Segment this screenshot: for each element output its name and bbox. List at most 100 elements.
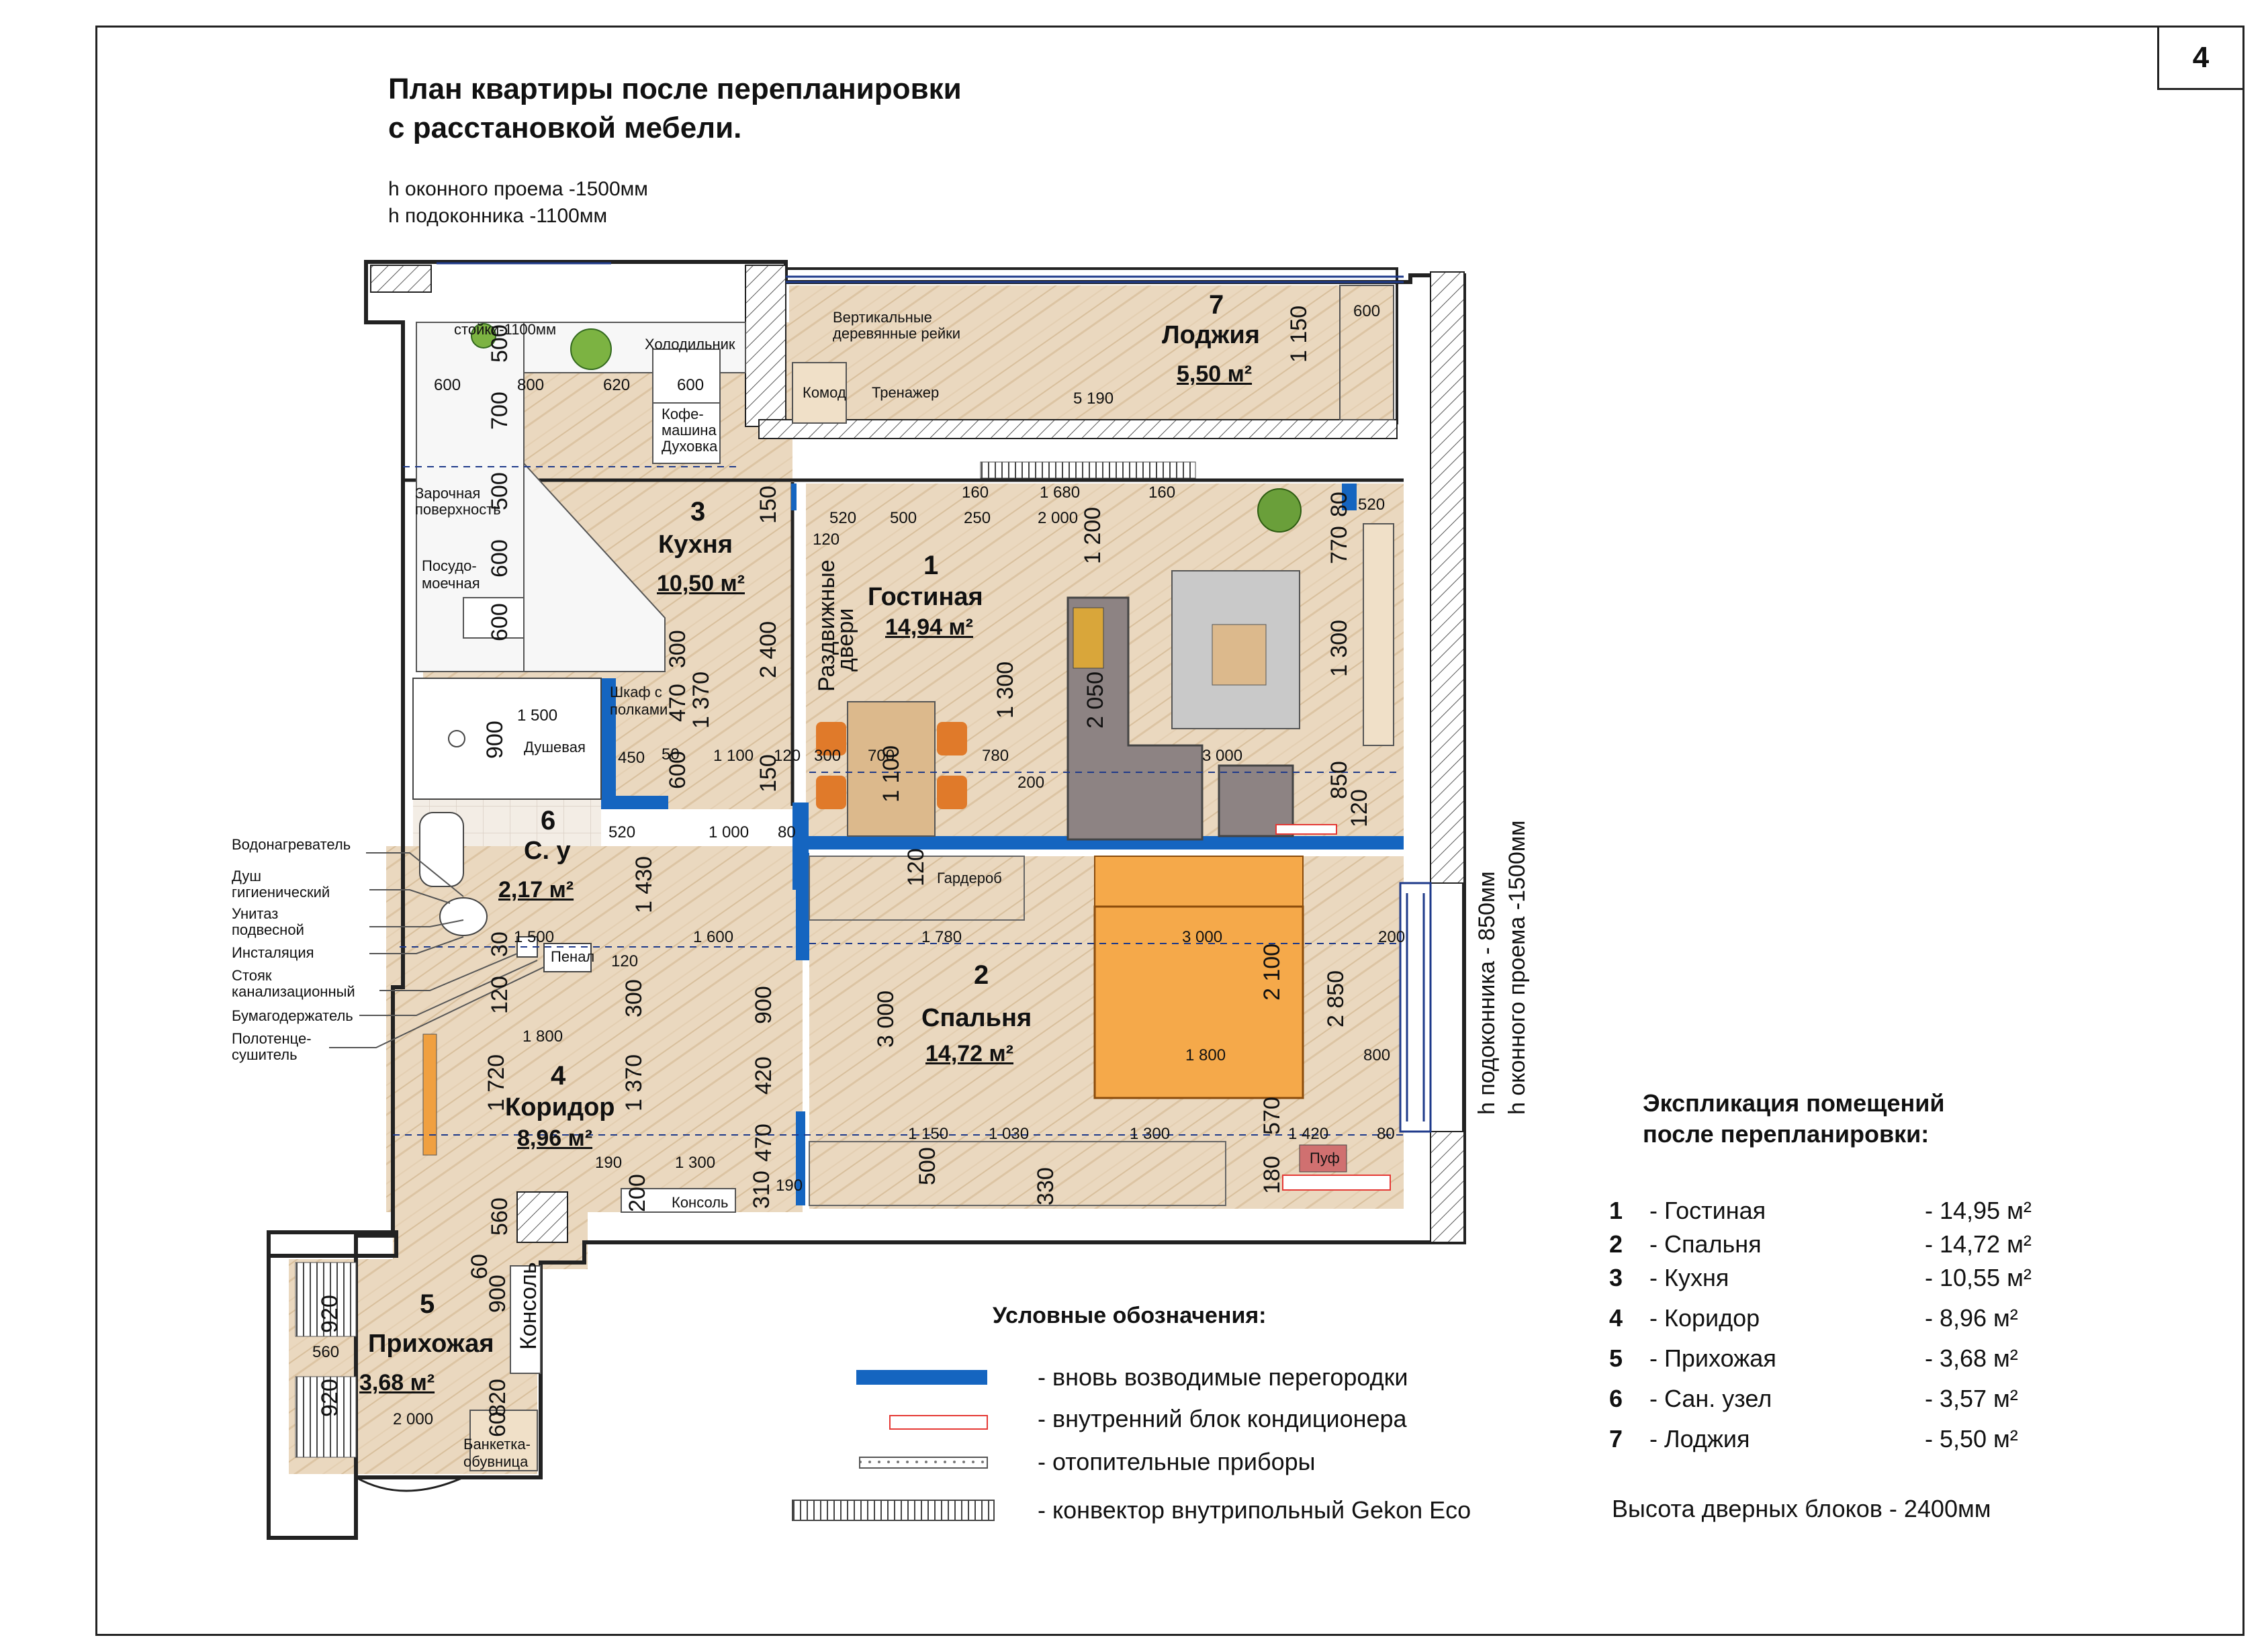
dim-s330: 330 <box>1033 1167 1058 1205</box>
dim-k470a: 470 <box>665 684 690 722</box>
hatch-loggia-left <box>370 265 432 293</box>
dim-s570: 570 <box>1259 1097 1285 1135</box>
ac-unit-living <box>1275 824 1337 835</box>
dim-s1030: 1 030 <box>989 1125 1030 1143</box>
dim-g120c: 120 <box>1347 789 1372 827</box>
dim-k900a: 900 <box>482 721 508 759</box>
window-height-note: h оконного проема -1500мм <box>388 178 648 200</box>
dim-k800: 800 <box>517 376 545 394</box>
hatch-east-wall <box>1430 271 1465 884</box>
dim-g1100b: 1 100 <box>878 745 904 802</box>
console-hall <box>510 1265 541 1374</box>
tv-stand <box>1363 523 1394 746</box>
leader-3 <box>369 919 464 927</box>
shower-head <box>448 730 465 747</box>
room-1-name: Гостиная <box>868 583 983 611</box>
dim-c1370b: 1 370 <box>621 1054 647 1111</box>
leader-5 <box>379 953 518 991</box>
entry-door-arc <box>355 1476 464 1492</box>
dim-s2850: 2 850 <box>1323 970 1349 1027</box>
dim-s3000b: 3 000 <box>1182 928 1223 946</box>
bedroom-furniture <box>809 856 1391 1206</box>
hall-cabinet <box>295 1262 357 1337</box>
label-wardrobe: Шкаф с <box>610 684 662 700</box>
label-hob: Зарочная <box>415 485 481 502</box>
exp-area: - 3,68 м² <box>1925 1344 2018 1372</box>
room-3-name: Кухня <box>658 531 733 559</box>
dim-s500c: 500 <box>915 1147 940 1185</box>
exp-name: - Сан. узел <box>1649 1385 1772 1412</box>
dim-g770: 770 <box>1326 526 1352 564</box>
dim-k300a: 300 <box>665 630 690 668</box>
dim-k1500a: 1 500 <box>517 706 558 725</box>
dim-c1720: 1 720 <box>484 1054 509 1111</box>
leader-2 <box>369 889 451 904</box>
label-console-hall: Консоль <box>516 1262 541 1350</box>
shower-tray <box>412 678 602 800</box>
room-7-area: 5,50 м² <box>1177 361 1253 387</box>
dim-b1500b: 1 500 <box>514 928 555 946</box>
label-racks: стойки-1100мм <box>454 321 557 338</box>
callout-water-heater: Водонагреватель <box>232 836 351 853</box>
dim-g200a: 200 <box>1017 774 1045 792</box>
callout-riser2: канализационный <box>232 983 355 1000</box>
plant-kitchen2 <box>471 323 496 349</box>
oven-box <box>652 402 721 464</box>
label-pencil: Пенал <box>551 948 595 965</box>
outer-wall-main <box>354 260 1466 1479</box>
sink <box>463 597 525 639</box>
convector-loggia <box>980 461 1196 479</box>
exp-num: 6 <box>1609 1385 1623 1412</box>
title-line-2: с расстановкой мебели. <box>388 111 742 144</box>
label-trainer: Тренажер <box>872 384 940 401</box>
penal <box>543 943 592 972</box>
callout-shower2: гигиенический <box>232 884 330 901</box>
dim-s1150b: 1 150 <box>908 1125 949 1143</box>
corridor-floor <box>386 846 803 1212</box>
partition-living-south <box>806 836 1404 850</box>
exp-name: - Кухня <box>1649 1264 1729 1291</box>
partition-bath-side <box>601 796 668 809</box>
mirror-strip <box>422 1034 437 1156</box>
leader-7 <box>329 966 545 1048</box>
drawing-frame <box>95 26 2244 1636</box>
hatch-east-wall-mid <box>1399 882 1432 1133</box>
dim-s2100: 2 100 <box>1259 943 1285 1001</box>
exp-name: - Гостиная <box>1649 1197 1766 1224</box>
label-pouf: Пуф <box>1310 1150 1340 1166</box>
loggia-furniture <box>792 285 1394 424</box>
legend-partition-swatch <box>856 1370 987 1385</box>
room-6-area: 2,17 м² <box>498 877 574 903</box>
washbasin <box>419 812 464 887</box>
dim-c900b: 900 <box>751 986 776 1024</box>
legend-title: Условные обозначения: <box>993 1303 1267 1328</box>
dim-c1600: 1 600 <box>693 928 734 946</box>
room-2-name: Спальня <box>921 1004 1032 1032</box>
dim-k300b: 300 <box>814 747 842 765</box>
dim-h60b: 60 <box>485 1412 510 1437</box>
bench <box>469 1410 538 1471</box>
exp-name: - Спальня <box>1649 1230 1762 1258</box>
dim-c1430: 1 430 <box>631 856 657 913</box>
dim-s200c: 200 <box>1378 928 1406 946</box>
label-bench2: обувница <box>463 1453 529 1470</box>
hall-furniture <box>295 1034 736 1492</box>
room-5-name: Прихожая <box>368 1330 494 1358</box>
room-4-number: 4 <box>551 1061 566 1091</box>
exp-area: - 14,72 м² <box>1925 1230 2032 1258</box>
dim-g250: 250 <box>964 509 991 527</box>
title-line-1: План квартиры после перепланировки <box>388 73 962 105</box>
exp-area: - 14,95 м² <box>1925 1197 2032 1224</box>
explication-title: Экспликация помещений после перепланиров… <box>1643 1088 1945 1150</box>
plant-living <box>1257 488 1302 533</box>
hatch-column <box>516 1191 568 1243</box>
dim-l5190: 5 190 <box>1073 389 1114 408</box>
loggia-slats <box>1339 285 1394 420</box>
dim-k50: 50 <box>662 745 680 764</box>
dim-c420: 420 <box>751 1056 776 1095</box>
exp-name: - Лоджия <box>1649 1425 1750 1453</box>
dim-g2000: 2 000 <box>1038 509 1079 527</box>
room-7-name: Лоджия <box>1162 321 1260 349</box>
dim-k600b: 600 <box>677 376 705 394</box>
